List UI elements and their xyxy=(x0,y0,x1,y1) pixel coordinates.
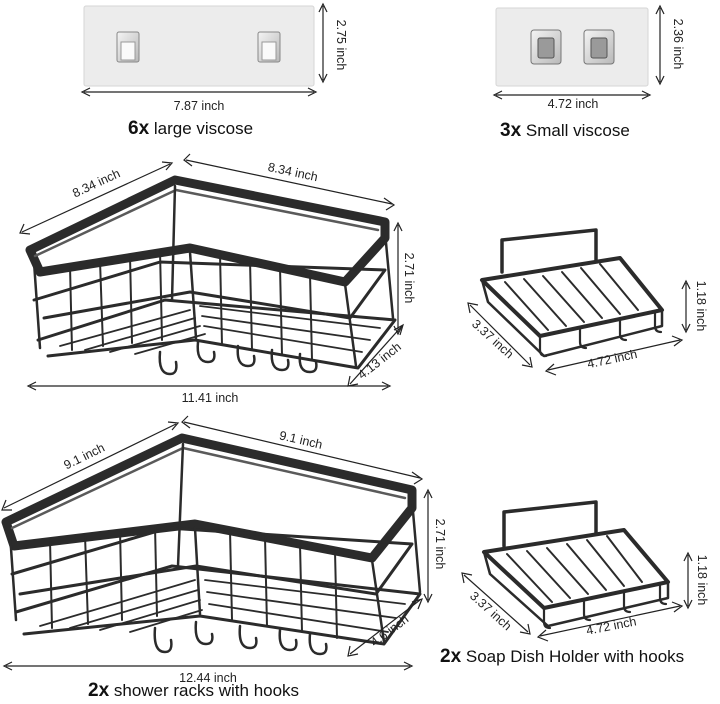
soap-holders-caption: 2x Soap Dish Holder with hooks xyxy=(440,646,684,668)
small-viscose-pad xyxy=(495,7,649,87)
large-viscose-pad xyxy=(83,5,315,87)
small-viscose-label: Small viscose xyxy=(525,121,630,140)
soap-large-height: 1.18 inch xyxy=(695,555,709,606)
rack-large-height: 2.71 inch xyxy=(433,519,447,570)
small-viscose-caption: 3x Small viscose xyxy=(500,120,630,142)
rack-large-side-b: 9.1 inch xyxy=(278,428,324,452)
rack-small-dimension-lines xyxy=(19,153,404,391)
large-viscose-width-dim xyxy=(80,87,318,97)
soap-holders-qty: 2x xyxy=(440,646,462,667)
soap-large-width: 4.72 inch xyxy=(585,614,638,637)
rack-large-dimension-lines xyxy=(1,415,433,671)
soap-holders-label: Soap Dish Holder with hooks xyxy=(465,647,685,666)
large-viscose-height-label: 2.75 inch xyxy=(334,20,348,71)
rack-small-span: 11.41 inch xyxy=(182,391,239,405)
rack-large-span: 12.44 inch xyxy=(179,671,237,685)
large-viscose-height-dim xyxy=(318,2,328,84)
large-viscose-caption: 6x large viscose xyxy=(128,118,253,140)
small-viscose-width-dim xyxy=(492,90,652,100)
small-viscose-width-label: 4.72 inch xyxy=(548,97,599,111)
soap-dish-large xyxy=(482,500,670,630)
large-viscose-qty: 6x xyxy=(128,118,150,139)
shower-racks-label: shower racks with hooks xyxy=(113,681,300,700)
soap-large-depth: 3.37 inch xyxy=(467,589,514,633)
corner-rack-small xyxy=(25,175,397,376)
rack-large-side-a: 9.1 inch xyxy=(62,440,108,472)
shower-racks-qty: 2x xyxy=(88,680,110,701)
soap-small-dimension-lines xyxy=(467,279,691,376)
rack-small-side-a: 8.34 inch xyxy=(70,166,122,200)
shower-racks-caption: 2x shower racks with hooks xyxy=(88,680,299,702)
small-viscose-qty: 3x xyxy=(500,120,522,141)
corner-rack-large xyxy=(1,433,422,656)
soap-small-height: 1.18 inch xyxy=(694,281,708,332)
rack-small-height: 2.71 inch xyxy=(402,253,416,304)
soap-dish-small xyxy=(480,228,664,358)
large-viscose-label: large viscose xyxy=(153,119,254,138)
large-viscose-width-label: 7.87 inch xyxy=(174,99,225,113)
soap-small-width: 4.72 inch xyxy=(586,347,639,371)
small-viscose-height-dim xyxy=(655,4,665,86)
small-viscose-height-label: 2.36 inch xyxy=(671,19,685,70)
rack-small-side-b: 8.34 inch xyxy=(267,160,320,184)
soap-large-dimension-lines xyxy=(461,551,693,642)
